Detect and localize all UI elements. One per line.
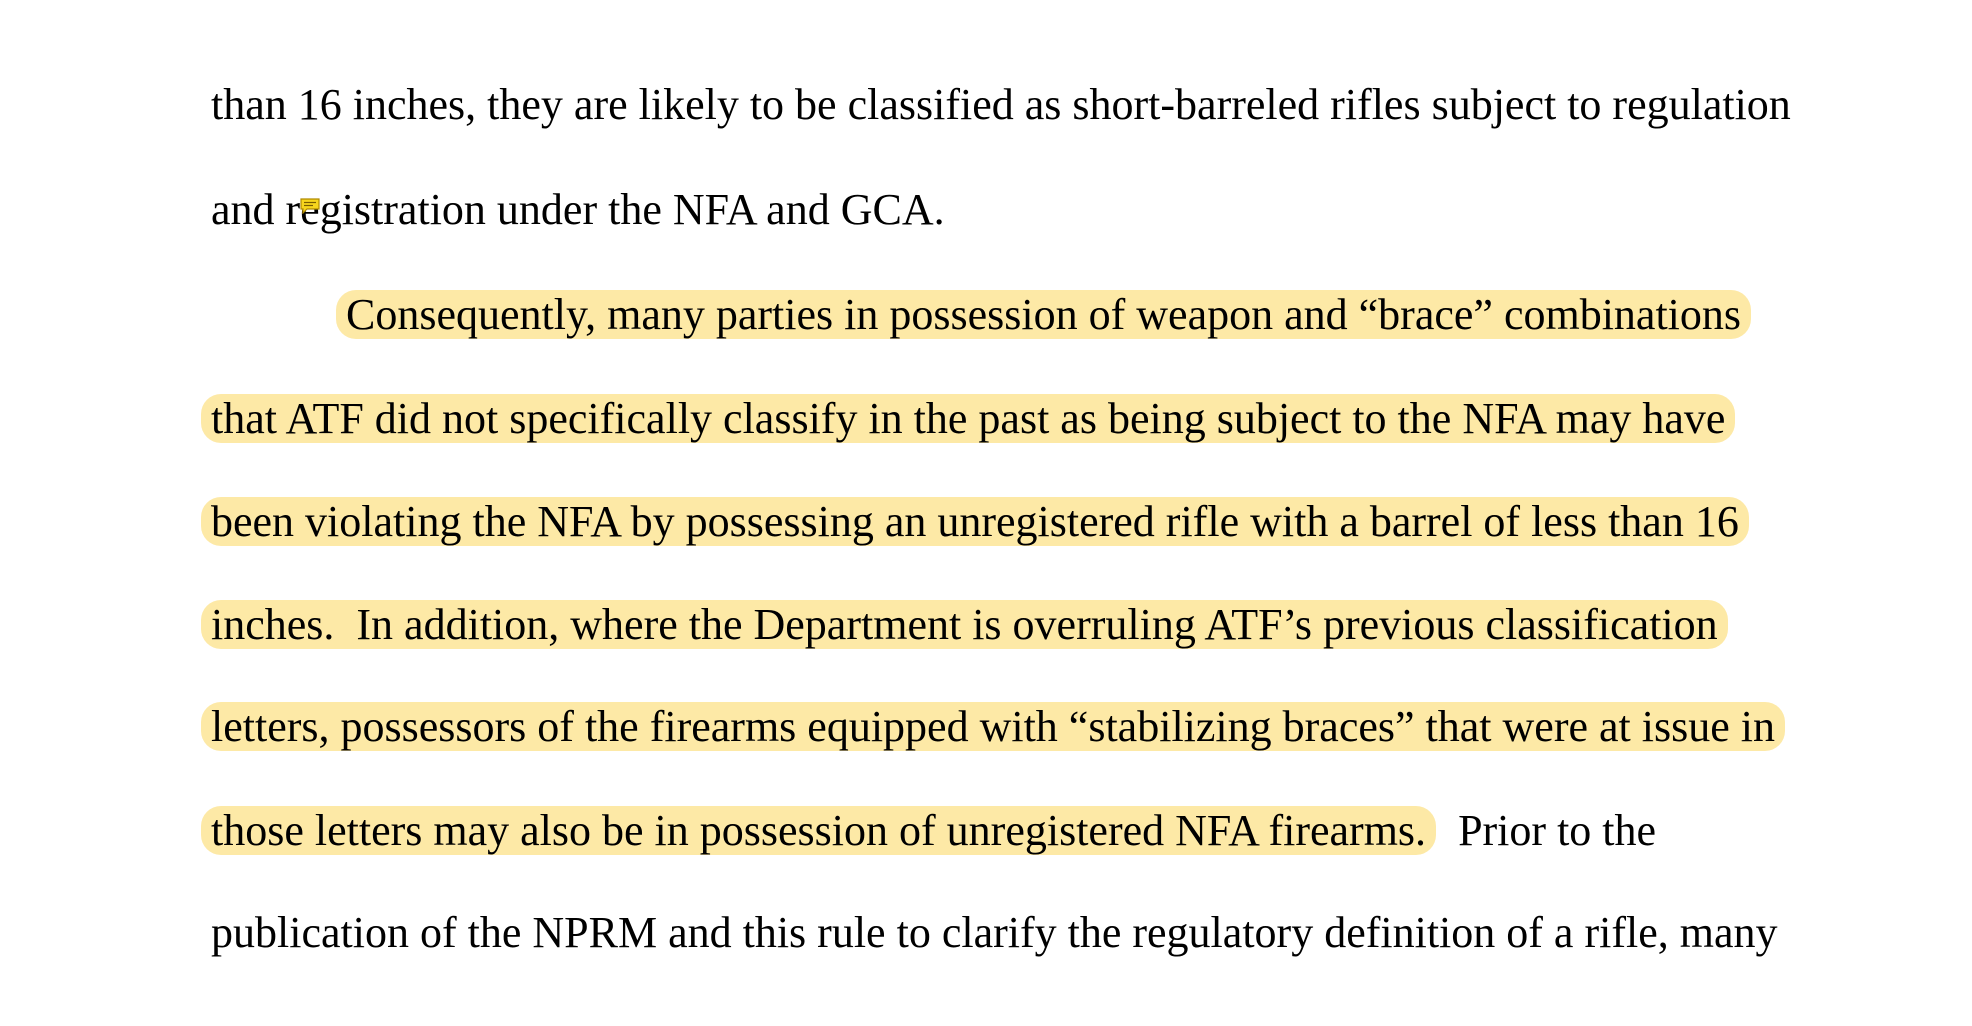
- comment-icon[interactable]: [300, 198, 320, 214]
- highlighted-text[interactable]: Consequently, many parties in possession…: [336, 290, 1752, 339]
- text-run: than 16 inches, they are likely to be cl…: [211, 80, 1791, 129]
- text-line-9: publication of the NPRM and this rule to…: [167, 840, 1778, 1026]
- highlighted-text[interactable]: been violating the NFA by possessing an …: [201, 497, 1749, 546]
- text-run: and registration under the NFA and GCA.: [211, 185, 945, 234]
- highlighted-text[interactable]: inches. In addition, where the Departmen…: [201, 600, 1728, 649]
- text-run: publication of the NPRM and this rule to…: [211, 908, 1778, 957]
- text-line-1: than 16 inches, they are likely to be cl…: [167, 12, 1791, 198]
- text-line-7: letters, possessors of the firearms equi…: [167, 634, 1785, 820]
- highlighted-text[interactable]: that ATF did not specifically classify i…: [201, 394, 1736, 443]
- text-line-2: and registration under the NFA and GCA.: [167, 117, 945, 303]
- text-line-5: been violating the NFA by possessing an …: [167, 429, 1749, 615]
- text-line-3: Consequently, many parties in possession…: [302, 222, 1752, 408]
- text-line-6: inches. In addition, where the Departmen…: [167, 532, 1728, 718]
- highlighted-text[interactable]: letters, possessors of the firearms equi…: [201, 702, 1785, 751]
- text-line-4: that ATF did not specifically classify i…: [167, 326, 1736, 512]
- document-page: than 16 inches, they are likely to be cl…: [167, 12, 1791, 957]
- text-line-8: those letters may also be in possession …: [167, 738, 1656, 924]
- highlighted-text[interactable]: those letters may also be in possession …: [201, 806, 1437, 855]
- text-run: Prior to the: [1436, 806, 1657, 855]
